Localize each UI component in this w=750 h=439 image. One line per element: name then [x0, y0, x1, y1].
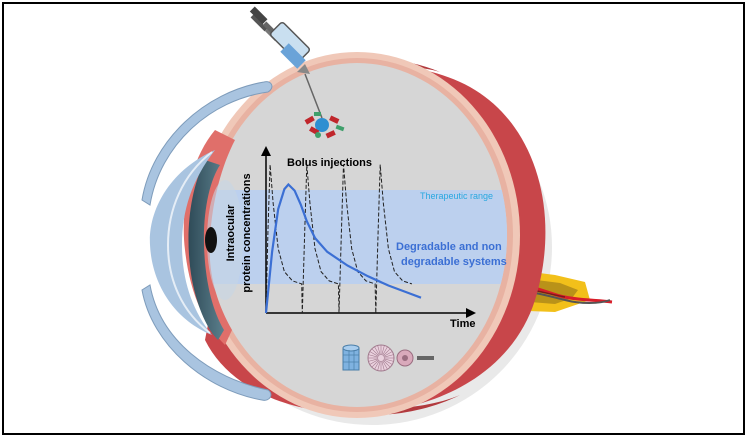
bolus-injection-curve — [265, 164, 413, 314]
chart-plot-area — [264, 164, 422, 314]
small-disc-implant-icon — [396, 349, 414, 367]
pupil — [205, 227, 217, 253]
cornea — [149, 150, 215, 335]
rod-implant-icon — [417, 356, 434, 360]
lens — [207, 180, 243, 300]
disc-implant-icon — [367, 344, 395, 372]
therapeutic-range-band — [207, 190, 507, 284]
upper-eyelid — [141, 81, 273, 206]
x-axis-label: Time — [450, 318, 475, 330]
antibody-molecule-icon — [304, 112, 345, 139]
bolus-injections-label: Bolus injections — [287, 157, 372, 169]
sustained-release-curve — [264, 182, 422, 314]
sustained-systems-label-2: degradable systems — [401, 256, 507, 268]
sustained-systems-label-1: Degradable and non — [396, 241, 502, 253]
anterior-segment — [141, 81, 273, 401]
therapeutic-range-label: Therapeutic range — [420, 191, 493, 201]
syringe-icon — [249, 6, 323, 119]
lower-eyelid — [141, 284, 272, 401]
cylinder-implant-icon — [342, 344, 360, 371]
y-axis-label-line1: Intraocular — [225, 204, 237, 262]
chart-axes — [261, 146, 476, 318]
y-axis-label-line2: protein concentrations — [241, 173, 253, 292]
